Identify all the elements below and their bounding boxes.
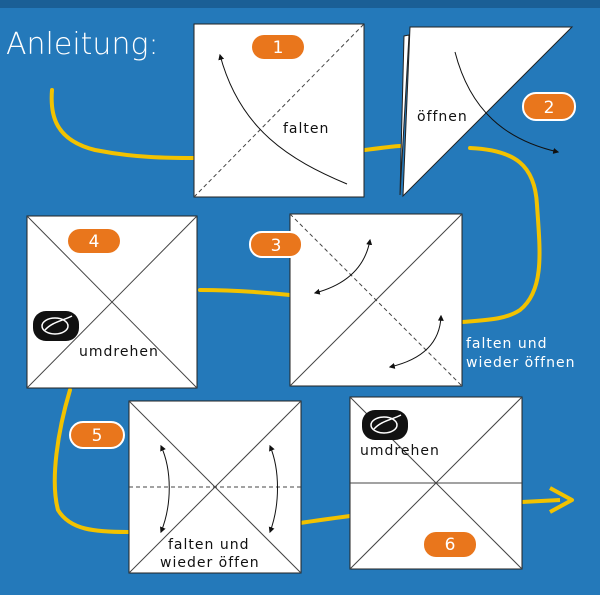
step-4: 4 umdrehen xyxy=(26,215,198,389)
step-2: 2 öffnen xyxy=(399,26,576,198)
step-badge xyxy=(252,35,304,59)
step-label: falten xyxy=(283,121,329,137)
step-label: umdrehen xyxy=(360,443,440,459)
step-number: 2 xyxy=(544,98,555,118)
step-badge xyxy=(522,92,576,121)
step-badge xyxy=(69,421,125,449)
step-number: 4 xyxy=(89,232,100,252)
flip-over-icon xyxy=(362,410,408,440)
step-label-line2: wieder öffen xyxy=(160,555,260,571)
final-arrow-line xyxy=(521,498,561,504)
step-1: 1 falten xyxy=(193,23,365,198)
flip-over-icon xyxy=(33,311,79,341)
step-label-line1: falten und xyxy=(466,336,547,352)
step-label: öffnen xyxy=(417,109,468,125)
step-6: umdrehen 6 xyxy=(349,396,523,570)
final-arrow-head xyxy=(549,486,574,514)
step-5: 5 falten und wieder öffen xyxy=(69,400,302,574)
step-label-line1: falten und xyxy=(168,537,249,553)
step-number: 1 xyxy=(273,38,284,58)
step-badge xyxy=(424,532,476,557)
step-badge xyxy=(249,231,303,258)
step-label: umdrehen xyxy=(79,344,159,360)
step-number: 5 xyxy=(92,426,103,446)
step-number: 3 xyxy=(271,236,282,256)
step-3: 3 falten und wieder öffnen xyxy=(249,213,575,387)
connector-path xyxy=(49,88,542,534)
step-label-line2: wieder öffnen xyxy=(466,355,575,371)
title: Anleitung: xyxy=(6,27,159,62)
step-badge xyxy=(68,229,120,253)
step-number: 6 xyxy=(445,535,456,555)
top-bar xyxy=(0,0,600,8)
